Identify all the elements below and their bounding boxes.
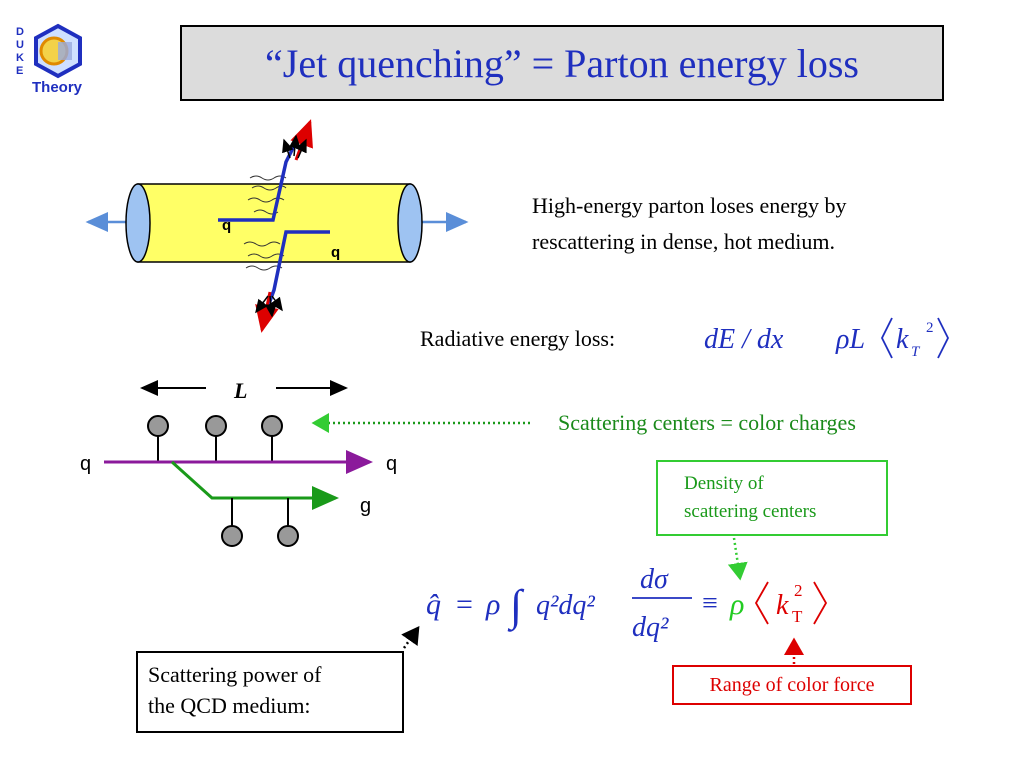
logo-word: Theory (32, 79, 83, 96)
range-box: Range of color force (672, 665, 912, 705)
scattering-center (147, 415, 169, 437)
density-pointer (727, 537, 748, 581)
qhat-equiv: ≡ (702, 588, 718, 619)
scattering-center (205, 415, 227, 437)
tube-parton-label-1: q (222, 217, 231, 234)
quark-out-label: q (386, 453, 397, 475)
qhat-formula: q̂ = ρ ∫ q²dq² dσ dq² ≡ ρ k T 2 (426, 564, 828, 643)
qhat-k-sub: T (792, 607, 803, 626)
qhat-rho: ρ (485, 588, 500, 621)
radiative-k-sub: T (911, 344, 921, 360)
logo-letter-e: E (16, 65, 23, 77)
gluon-radiation-lower (243, 241, 285, 271)
range-label: Range of color force (709, 673, 875, 696)
radiative-k: k (896, 324, 909, 355)
radiative-formula-left: dE / dx (704, 324, 784, 355)
angle-bracket-right-icon (937, 317, 950, 359)
logo-letter-k: K (16, 52, 24, 64)
jet-arrow-upper (290, 119, 313, 161)
qhat-integrand: q²dq² (536, 590, 595, 621)
tube-parton-label-2: q (331, 244, 340, 261)
description-line-1: High-energy parton loses energy by (532, 193, 847, 218)
tube-right-cap (397, 183, 423, 263)
qhat-bracket-left-icon (754, 581, 769, 625)
power-line-2: the QCD medium: (148, 693, 311, 718)
qhat-lhs: q̂ (426, 588, 441, 621)
logo-letter-d: D (16, 26, 24, 38)
scattering-center (261, 415, 283, 437)
qhat-integral: ∫ (507, 581, 525, 632)
density-line-2: scattering centers (684, 501, 817, 522)
logo-letter-u: U (16, 39, 24, 51)
radiative-formula-right: ρL (835, 324, 865, 355)
scattering-power-box: Scattering power of the QCD medium: (136, 651, 404, 733)
power-line-1: Scattering power of (148, 662, 322, 687)
radiative-label: Radiative energy loss: (420, 326, 616, 351)
density-line-1: Density of (684, 473, 764, 494)
quark-in-label: q (80, 453, 91, 475)
gluon-line (170, 460, 339, 510)
qhat-denominator: dq² (632, 612, 669, 643)
gluon-label: g (360, 495, 371, 517)
tube-left-cap (125, 183, 151, 263)
qhat-k: k (776, 590, 789, 621)
qhat-k-sup: 2 (794, 581, 803, 600)
qhat-bracket-right-icon (813, 581, 828, 625)
title-box: “Jet quenching” = Parton energy loss (180, 25, 944, 101)
angle-bracket-left-icon (880, 317, 893, 359)
tube-diagram: q q (85, 119, 469, 333)
page-title: “Jet quenching” = Parton energy loss (265, 40, 859, 86)
radiative-formula: dE / dx ρL k T 2 (704, 317, 950, 360)
qhat-rho-density: ρ (729, 588, 744, 621)
radiative-k-sup: 2 (926, 320, 934, 336)
scattering-diagram: L q q g (80, 378, 530, 547)
qhat-equals: = (456, 588, 473, 621)
power-pointer (401, 625, 420, 649)
description-line-2: rescattering in dense, hot medium. (532, 229, 836, 254)
scattering-center (221, 525, 243, 547)
gluon-radiation-upper (247, 175, 287, 215)
scattering-centers-label: Scattering centers = color charges (558, 410, 856, 435)
duke-theory-logo: D U K E Theory (10, 20, 100, 100)
qhat-numerator: dσ (640, 564, 669, 595)
scattering-center (277, 525, 299, 547)
length-label: L (233, 378, 247, 403)
description: High-energy parton loses energy by resca… (532, 188, 846, 260)
medium-tube (137, 183, 411, 263)
density-box: Density of scattering centers (656, 460, 888, 536)
